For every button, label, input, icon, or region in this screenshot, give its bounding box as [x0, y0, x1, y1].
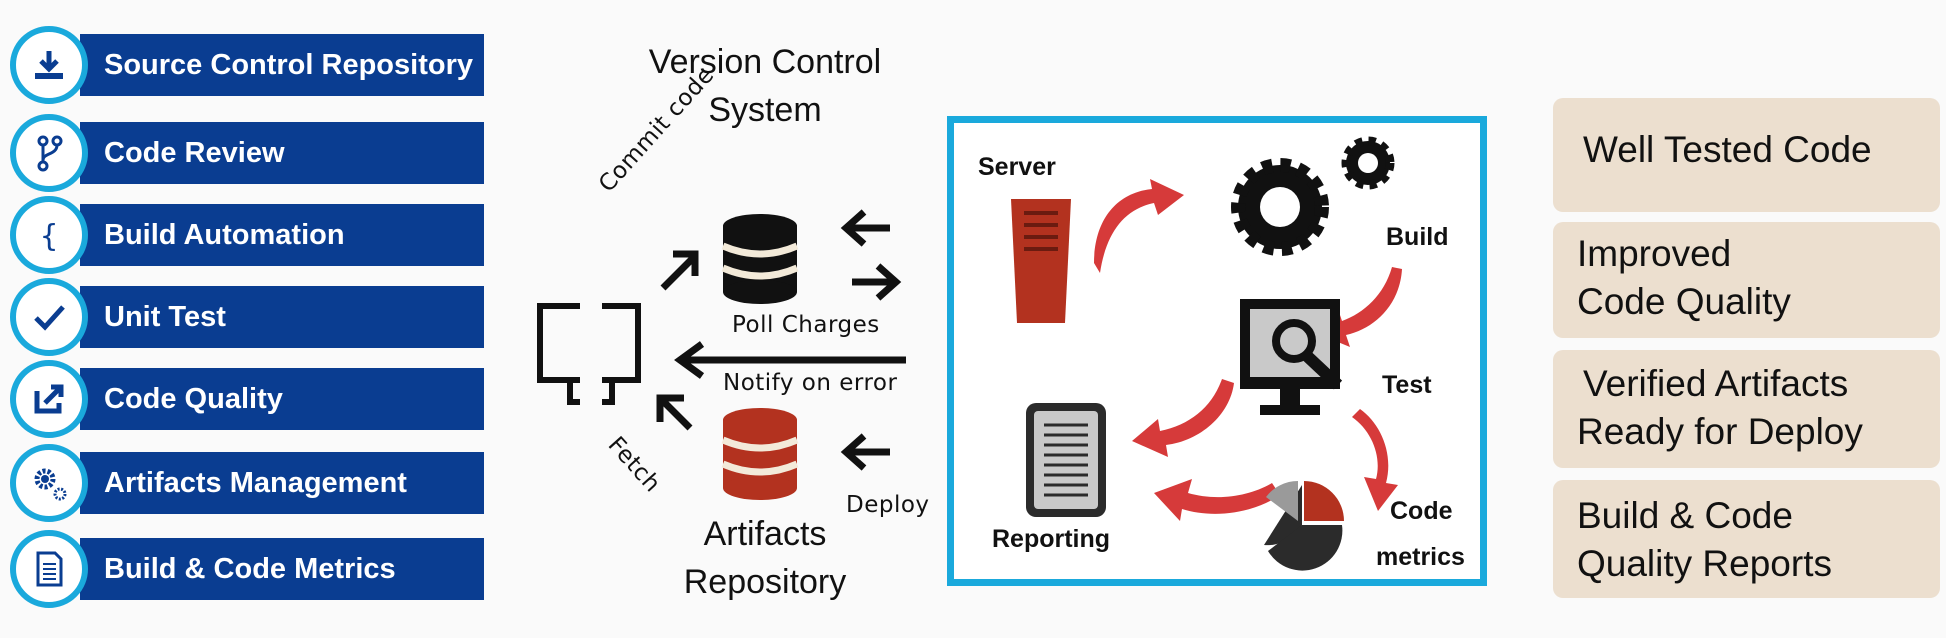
- report-document-icon: [1026, 403, 1106, 517]
- outcome-line: Improved: [1577, 233, 1732, 274]
- pie-chart-icon: [1264, 481, 1344, 571]
- test-label: Test: [1382, 371, 1432, 399]
- server-icon: [1011, 199, 1071, 323]
- artifacts-title: Artifacts Repository: [610, 510, 920, 606]
- code-metrics-label-line1: Code: [1390, 497, 1453, 525]
- tool-label: Artifacts Management: [104, 467, 407, 499]
- tool-item-unit-test[interactable]: Unit Test: [10, 278, 484, 356]
- fetch-arrow-icon: [656, 394, 693, 431]
- vcs-title-line1: Version Control: [648, 43, 882, 81]
- outcome-line: Verified Artifacts: [1583, 363, 1849, 404]
- curved-arrow-icon: [1132, 379, 1234, 457]
- checkmark-icon: [10, 278, 88, 356]
- gears-icon: [1231, 136, 1395, 256]
- commit-arrow-icon: [660, 250, 699, 291]
- push-arrow-icon: [852, 263, 902, 301]
- vcs-title: Version Control System: [610, 38, 920, 134]
- curved-arrow-icon: [1154, 479, 1280, 521]
- gears-icon: [10, 444, 88, 522]
- outcome-line: Build & Code: [1577, 495, 1793, 536]
- outcome-build-reports: Build & Code Quality Reports: [1553, 480, 1940, 598]
- notify-arrow-icon: [674, 341, 906, 379]
- tool-item-build-automation[interactable]: Build Automation {: [10, 196, 484, 274]
- poll-changes-label: Poll Charges: [732, 312, 880, 338]
- tool-item-artifacts-management[interactable]: Artifacts Management: [10, 444, 484, 522]
- artifacts-title-line2: Repository: [683, 563, 847, 601]
- pull-arrow-icon: [840, 209, 890, 247]
- developer-workstation-icon: [537, 303, 641, 405]
- tool-label: Build Automation: [104, 219, 345, 251]
- brace-icon: {: [10, 196, 88, 274]
- outcome-line: Quality Reports: [1577, 543, 1832, 584]
- outcome-well-tested: Well Tested Code: [1553, 98, 1940, 212]
- outcome-improved-quality: Improved Code Quality: [1553, 222, 1940, 338]
- vcs-title-line2: System: [708, 91, 822, 129]
- outcome-line: Ready for Deploy: [1577, 411, 1863, 452]
- code-metrics-label-line2: metrics: [1376, 543, 1465, 571]
- pipeline-graphics: [1011, 136, 1402, 571]
- outcome-line: Code Quality: [1577, 281, 1791, 322]
- tool-item-code-quality[interactable]: Code Quality: [10, 360, 484, 438]
- ci-pipeline-panel: Server Build Test Reporting Code metrics: [947, 116, 1487, 586]
- svg-text:{: {: [39, 219, 58, 254]
- share-icon: [10, 360, 88, 438]
- diagram-graphics: [537, 209, 906, 500]
- tool-label: Code Quality: [104, 383, 283, 415]
- curved-arrow-icon: [1352, 409, 1398, 511]
- reporting-label: Reporting: [992, 525, 1111, 553]
- deploy-label: Deploy: [846, 492, 930, 518]
- vcs-database-icon: [721, 214, 799, 304]
- notify-on-error-label: Notify on error: [723, 370, 898, 396]
- outcome-verified-artifacts: Verified Artifacts Ready for Deploy: [1553, 350, 1940, 468]
- monitor-search-icon: [1240, 299, 1343, 415]
- outcome-line: Well Tested Code: [1583, 129, 1872, 170]
- tool-label: Source Control Repository: [104, 49, 473, 81]
- server-label: Server: [978, 153, 1056, 181]
- tool-label: Unit Test: [104, 301, 226, 333]
- tool-item-build-code-metrics[interactable]: Build & Code Metrics: [10, 530, 484, 608]
- curved-arrow-icon: [1094, 179, 1184, 273]
- document-icon: [10, 530, 88, 608]
- tool-item-source-control[interactable]: Source Control Repository: [10, 26, 484, 104]
- artifacts-title-line1: Artifacts: [703, 515, 827, 553]
- tool-label: Build & Code Metrics: [104, 553, 396, 585]
- tool-item-code-review[interactable]: Code Review: [10, 114, 484, 192]
- deploy-arrow-icon: [840, 433, 890, 471]
- build-label: Build: [1386, 223, 1449, 251]
- tool-label: Code Review: [104, 137, 285, 169]
- artifacts-database-icon: [721, 408, 799, 500]
- download-icon: [10, 26, 88, 104]
- branch-icon: [10, 114, 88, 192]
